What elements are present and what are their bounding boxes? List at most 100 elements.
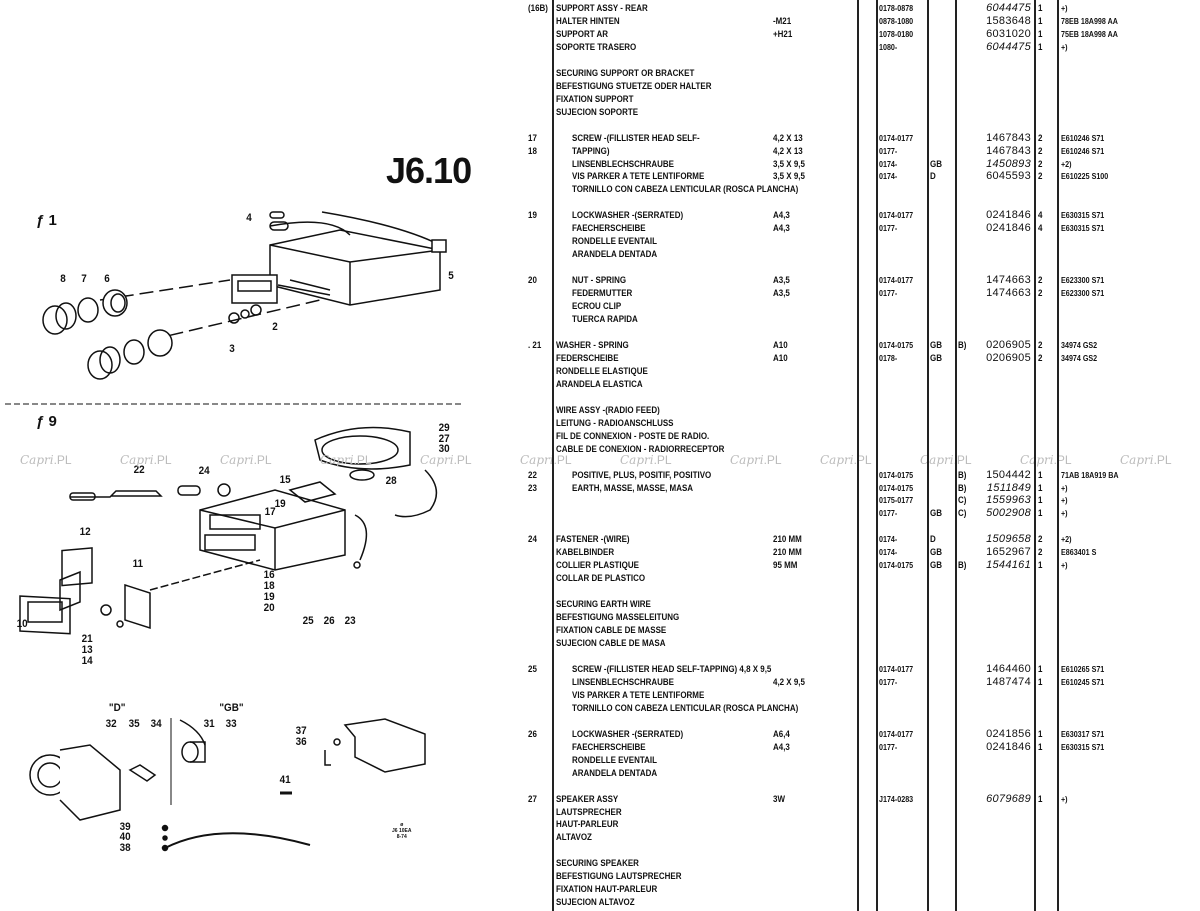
callout-number: 20 <box>263 602 275 614</box>
part-description: FAECHERSCHEIBE <box>572 741 646 753</box>
table-row <box>0 196 1200 209</box>
variant-label-gb: "GB" <box>219 702 244 714</box>
table-row <box>0 326 1200 339</box>
part-spec: A4,3 <box>773 223 790 235</box>
part-description: WASHER - SPRING <box>556 339 629 351</box>
table-row: LAUTSPRECHER <box>0 806 1200 819</box>
quantity: 1 <box>1038 508 1043 520</box>
quantity: 1 <box>1038 15 1043 27</box>
part-description: EARTH, MASSE, MASSE, MASA <box>572 482 694 494</box>
table-column-divider <box>857 0 859 911</box>
part-description: SECURING SUPPORT OR BRACKET <box>556 67 695 79</box>
item-number: 23 <box>528 482 537 494</box>
part-spec: 4,2 X 13 <box>773 132 803 144</box>
quantity: 1 <box>1038 495 1043 507</box>
date-range: 0177- <box>879 741 898 752</box>
part-description: RONDELLE ELASTIQUE <box>556 365 648 377</box>
country-code: D <box>930 534 936 546</box>
part-spec: A3,5 <box>773 275 790 287</box>
callout-number: 10 <box>16 618 28 630</box>
part-description: SUPPORT AR <box>556 28 609 40</box>
part-spec: A4,3 <box>773 210 790 222</box>
part-spec: A10 <box>773 352 788 364</box>
table-row: FIXATION CABLE DE MASSE <box>0 624 1200 637</box>
quantity: 2 <box>1038 288 1043 300</box>
watermark: Capri.PL <box>20 453 72 467</box>
reference-code: +2) <box>1061 158 1072 169</box>
part-description: ARANDELA DENTADA <box>572 249 658 261</box>
part-description: FEDERMUTTER <box>572 288 633 300</box>
quantity: 1 <box>1038 560 1043 572</box>
part-description: ECROU CLIP <box>572 301 622 313</box>
date-range: 0174- <box>879 158 898 169</box>
part-description: LINSENBLECHSCHRAUBE <box>572 676 674 688</box>
item-number: 17 <box>528 132 537 144</box>
part-spec: +H21 <box>773 28 793 40</box>
table-row: HAUT-PARLEUR <box>0 818 1200 831</box>
reference-code: E610246 S71 <box>1061 145 1105 156</box>
part-description: SUJECION ALTAVOZ <box>556 897 635 909</box>
date-range: J174-0283 <box>879 793 914 804</box>
date-range: 1078-0180 <box>879 28 914 39</box>
table-row <box>0 391 1200 404</box>
reference-code: +) <box>1061 41 1068 52</box>
part-spec: A3,5 <box>773 288 790 300</box>
part-description: ARANDELA ELASTICA <box>556 378 643 390</box>
reference-code: E863401 S <box>1061 547 1097 558</box>
part-description: FIXATION SUPPORT <box>556 93 634 105</box>
table-row: VIS PARKER A TETE LENTIFORME <box>0 689 1200 702</box>
reference-code: E610265 S71 <box>1061 663 1105 674</box>
quantity: 4 <box>1038 223 1043 235</box>
item-number: 26 <box>528 728 537 740</box>
part-description: HAUT-PARLEUR <box>556 819 619 831</box>
callout-number: 11 <box>132 558 144 570</box>
part-description: RONDELLE EVENTAIL <box>572 754 657 766</box>
part-number: 1464460 <box>986 662 1031 675</box>
reference-code: 34974 GS2 <box>1061 339 1098 350</box>
reference-code: E610225 S100 <box>1061 171 1109 182</box>
country-code: GB <box>930 547 942 559</box>
part-description: WIRE ASSY -(RADIO FEED) <box>556 404 660 416</box>
callout-number: 40 <box>119 831 131 843</box>
figure-label-1: ƒ 1 <box>36 212 57 229</box>
watermark: Capri.PL <box>520 453 572 467</box>
date-range: 0178- <box>879 352 898 363</box>
country-code: D <box>930 171 936 183</box>
callout-number: 35 <box>128 718 140 730</box>
date-range: 0174- <box>879 171 898 182</box>
callout-number: 22 <box>133 464 145 476</box>
reference-code: +2) <box>1061 534 1072 545</box>
date-range: 0177- <box>879 223 898 234</box>
part-number: 5002908 <box>986 507 1031 520</box>
part-number: 0206905 <box>986 351 1031 364</box>
part-description: LAUTSPRECHER <box>556 806 622 818</box>
part-number: 6044475 <box>986 2 1031 14</box>
part-number: 0241846 <box>986 209 1031 222</box>
date-range: 0177- <box>879 676 898 687</box>
table-row <box>0 650 1200 663</box>
reference-code: E623300 S71 <box>1061 275 1105 286</box>
item-number: 18 <box>528 145 537 157</box>
part-description: SCREW -(FILLISTER HEAD SELF- <box>572 132 700 144</box>
table-row: FIXATION HAUT-PARLEUR <box>0 883 1200 896</box>
part-description: SECURING SPEAKER <box>556 858 639 870</box>
radio-unit-fig1-drawing <box>42 211 447 380</box>
table-row: ECROU CLIP <box>0 300 1200 313</box>
part-description: HALTER HINTEN <box>556 15 620 27</box>
table-row: WIRE ASSY -(RADIO FEED) <box>0 404 1200 417</box>
part-number: 1652967 <box>986 546 1031 559</box>
table-row: FIXATION SUPPORT <box>0 93 1200 106</box>
reference-code: +) <box>1061 560 1068 571</box>
reference-code: 78EB 18A998 AA <box>1061 15 1118 26</box>
part-description: LEITUNG - RADIOANSCHLUSS <box>556 417 674 429</box>
part-spec: A6,4 <box>773 728 790 740</box>
part-number: 1544161 <box>986 559 1031 572</box>
